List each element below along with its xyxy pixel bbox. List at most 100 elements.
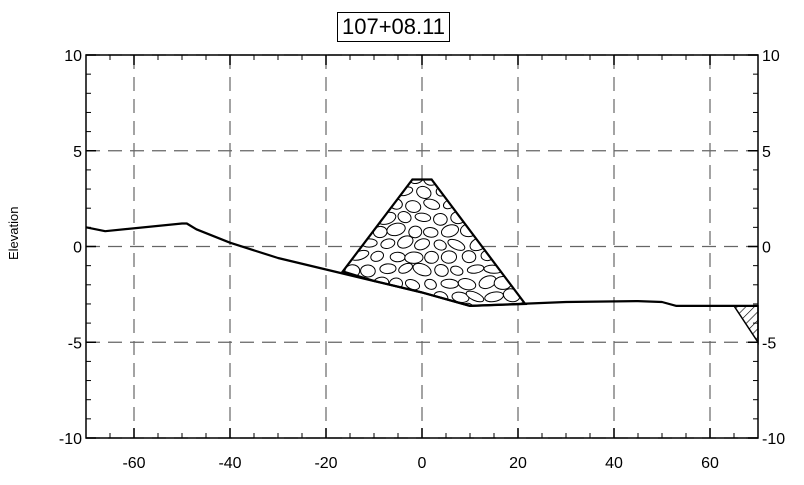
rock-stone	[379, 313, 399, 330]
rock-stone	[512, 200, 526, 212]
rock-stone	[342, 185, 361, 197]
y-axis-label: Elevation	[6, 206, 21, 260]
x-tick-label: 60	[701, 455, 719, 472]
rock-stone	[353, 179, 371, 184]
rock-stone	[342, 278, 354, 290]
rock-stone	[523, 266, 526, 276]
rock-stone	[476, 224, 493, 237]
rock-stone	[506, 236, 522, 251]
y-tick-label-left: 0	[73, 240, 82, 257]
rock-stone	[497, 252, 512, 263]
rock-stone	[342, 213, 344, 224]
series-layer	[85, 222, 758, 307]
rock-stone	[488, 210, 503, 223]
y-tick-label-right: -5	[762, 335, 776, 352]
rock-stone	[408, 225, 423, 239]
y-tick-label-left: 5	[73, 144, 82, 161]
rock-stone	[523, 211, 526, 224]
rock-stone	[370, 250, 385, 262]
rock-stone	[360, 316, 375, 326]
y-tick-label-right: 5	[762, 144, 771, 161]
rock-stone	[397, 235, 414, 249]
rock-stone	[487, 316, 507, 329]
rock-stone	[465, 290, 485, 303]
rock-stone	[434, 264, 449, 277]
rock-stone	[533, 175, 547, 185]
hatched-triangle	[732, 305, 759, 345]
rock-stone	[466, 264, 485, 274]
rock-stone	[344, 211, 361, 225]
rock-stone	[531, 303, 550, 318]
rock-stone	[414, 238, 431, 251]
y-tick-label-right: 0	[762, 240, 771, 257]
rock-stone	[351, 226, 367, 238]
rock-stone	[422, 301, 438, 306]
rock-stone	[355, 302, 369, 306]
rock-stone	[440, 179, 459, 186]
rock-stone	[377, 291, 395, 304]
rock-stone	[387, 179, 403, 186]
rock-stone	[326, 288, 342, 301]
rock-stone	[514, 276, 526, 288]
y-tick-label-right: 10	[762, 48, 780, 65]
rock-stone	[396, 289, 411, 301]
rock-stone	[364, 291, 378, 304]
rock-stone	[495, 225, 514, 238]
rock-stone	[387, 303, 407, 306]
rock-stone	[405, 200, 422, 213]
rock-stone	[458, 199, 476, 212]
rock-stone	[443, 303, 460, 306]
rock-stone	[531, 199, 552, 214]
chart-title: 107+08.11	[337, 12, 450, 42]
rock-stone	[526, 185, 541, 199]
rock-stone	[423, 198, 441, 210]
y-tick-label-left: -10	[59, 431, 82, 448]
rock-stone	[532, 221, 553, 237]
plot-frame	[85, 54, 759, 439]
rock-stone	[416, 185, 432, 199]
rock-stone	[414, 212, 432, 223]
rock-stone	[371, 199, 386, 209]
rock-stone	[524, 313, 540, 328]
rock-stone	[433, 213, 448, 226]
rock-stone	[358, 211, 378, 224]
rock-stone	[466, 211, 486, 223]
rock-stone	[369, 302, 385, 306]
rock-stone	[397, 211, 412, 224]
x-tick-label: -40	[218, 455, 241, 472]
y-tick-label-left: 10	[64, 48, 82, 65]
rock-stone	[504, 264, 522, 275]
x-tick-label: -20	[314, 455, 337, 472]
rock-stone	[397, 316, 416, 327]
rock-stone	[476, 200, 493, 212]
rock-stone	[508, 316, 521, 324]
hatched-fill	[732, 305, 759, 345]
rock-stone	[424, 250, 439, 264]
rock-stone	[514, 227, 526, 238]
rock-stone	[404, 251, 424, 264]
rock-stone	[472, 183, 486, 197]
rock-stone	[405, 303, 421, 306]
rock-stone	[342, 252, 350, 263]
rock-stone	[386, 222, 406, 237]
rock-stone	[440, 224, 460, 238]
rock-stone	[457, 278, 477, 291]
rock-stone	[486, 238, 502, 251]
rock-stone	[511, 179, 526, 185]
rock-stone	[433, 239, 447, 251]
rock-stone	[440, 250, 458, 264]
rock-stone	[342, 199, 350, 210]
rock-stone	[342, 223, 351, 237]
rock-stone	[342, 302, 352, 306]
rock-stone	[398, 262, 413, 274]
rock-stone	[477, 179, 493, 186]
x-tick-label: 0	[418, 455, 427, 472]
rock-stone	[461, 250, 477, 264]
rock-stone	[358, 187, 377, 199]
x-tick-label: 40	[605, 455, 623, 472]
rock-stone	[435, 315, 450, 330]
rock-stone	[389, 251, 406, 263]
rock-stone	[447, 238, 466, 251]
x-tick-label: -60	[122, 455, 145, 472]
